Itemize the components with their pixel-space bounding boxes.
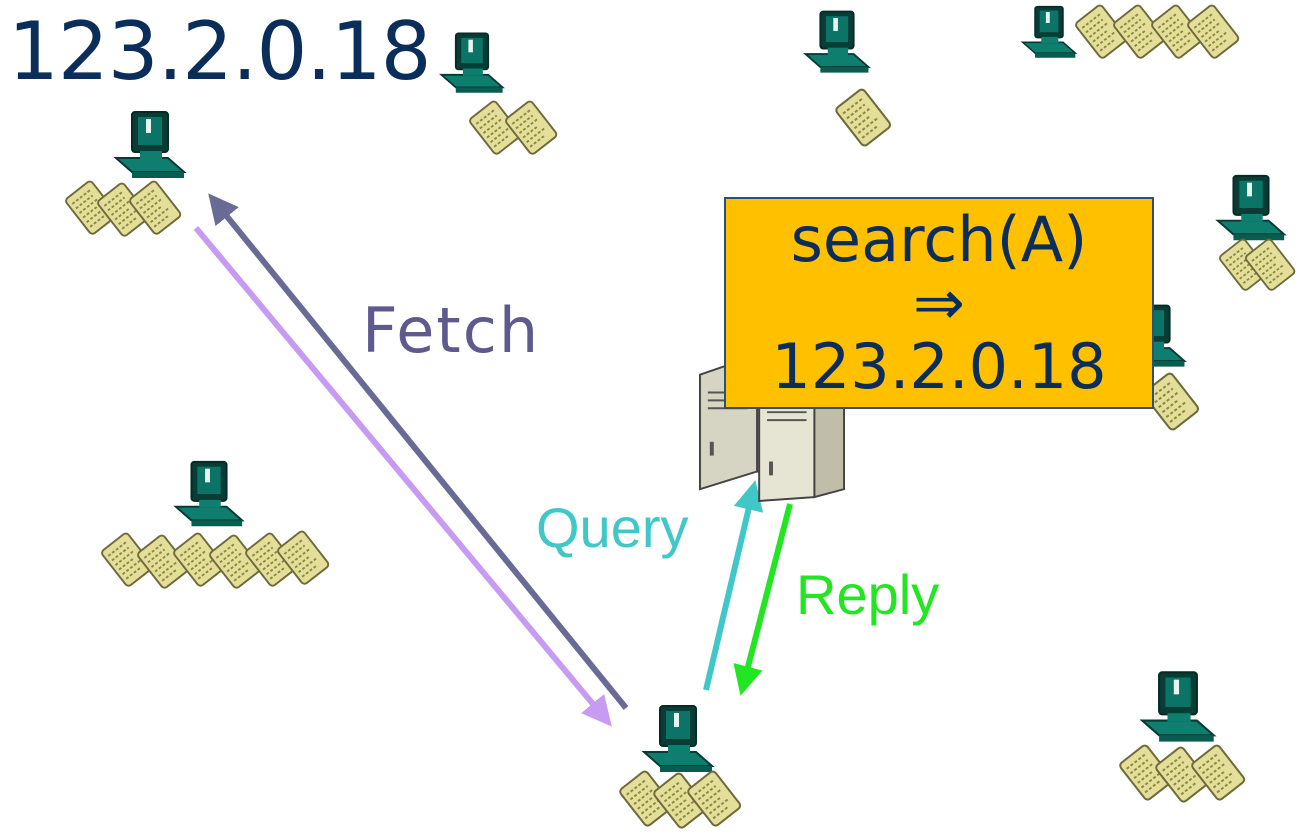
computer-icon	[1021, 5, 1077, 59]
fetch-arrow	[208, 193, 629, 710]
query-label: Query	[536, 496, 689, 559]
computer-icon	[643, 705, 713, 773]
computer-icon	[1216, 174, 1286, 242]
search-result-ip: 123.2.0.18	[771, 329, 1107, 403]
fetch-label: Fetch	[362, 294, 541, 367]
implies-arrow: ⇒	[913, 266, 965, 340]
reply-label: Reply	[796, 563, 940, 626]
query-arrow	[703, 480, 764, 691]
file-icon	[503, 100, 559, 157]
search-call-text: search(A)	[790, 203, 1088, 277]
ip-address-label: 123.2.0.18	[8, 5, 432, 98]
computer-icon	[804, 10, 870, 74]
computer-icon	[115, 111, 185, 179]
file-icon	[833, 88, 893, 149]
reply-arrow	[733, 503, 793, 696]
computer-icon	[440, 32, 504, 94]
computer-icon	[174, 460, 244, 528]
search-result-box: search(A) ⇒ 123.2.0.18	[724, 197, 1154, 409]
file-icon	[1185, 4, 1241, 61]
computer-icon	[1141, 671, 1215, 743]
file-icon	[1189, 744, 1247, 803]
fetch-return-arrow	[193, 226, 612, 727]
